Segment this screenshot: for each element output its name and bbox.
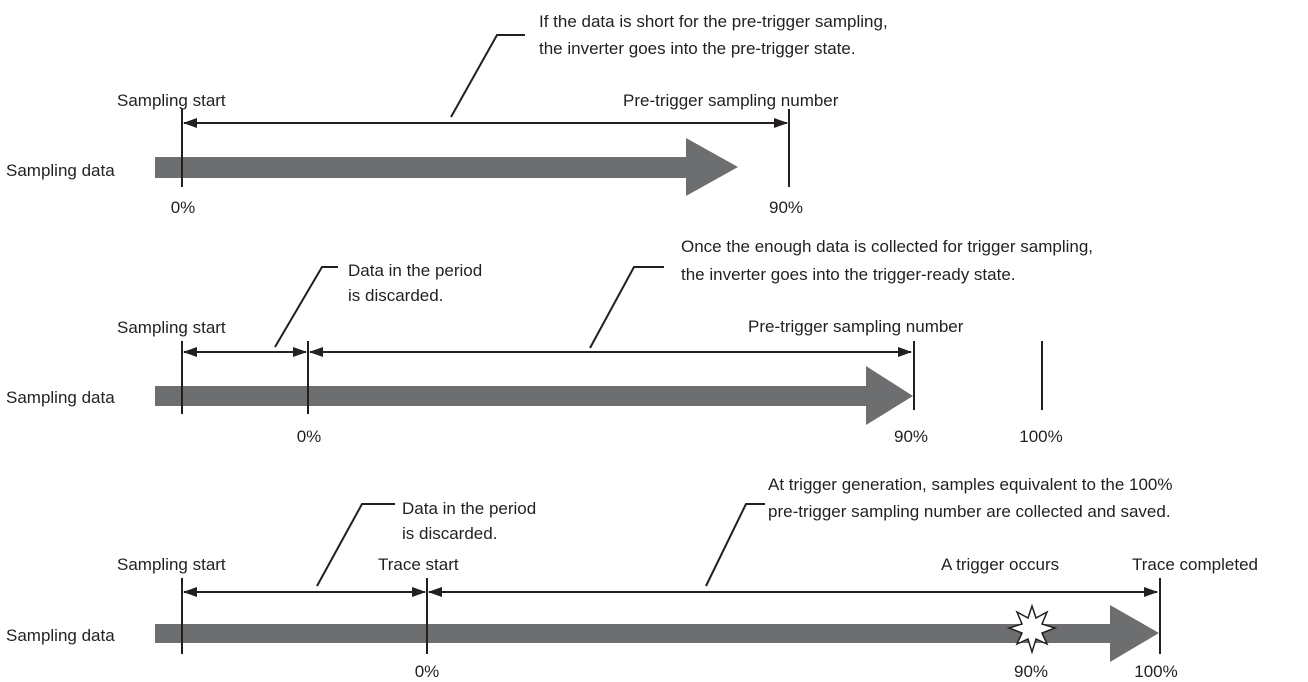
trigger-occurs-label: A trigger occurs	[941, 555, 1059, 574]
discard-leader-line	[316, 503, 395, 587]
callout-text-line2: the inverter goes into the trigger-ready…	[681, 265, 1016, 284]
tick-label-0: 0%	[297, 427, 322, 446]
callout-text-line1: If the data is short for the pre-trigger…	[539, 12, 888, 31]
tick-label-100: 100%	[1019, 427, 1062, 446]
sampling-start-label: Sampling start	[117, 91, 226, 110]
sampling-data-bar	[155, 366, 913, 425]
sampling-data-bar	[155, 605, 1159, 662]
panel-pre-trigger: If the data is short for the pre-trigger…	[6, 12, 888, 217]
discard-text-line1: Data in the period	[402, 499, 536, 518]
row-label-sampling-data: Sampling data	[6, 626, 115, 645]
discard-text-line2: is discarded.	[348, 286, 443, 305]
tick-label-90: 90%	[769, 198, 803, 217]
discard-text-line2: is discarded.	[402, 524, 497, 543]
callout-leader-line	[450, 34, 525, 118]
panel-trigger-occurs: Data in the period is discarded. At trig…	[6, 475, 1258, 681]
tick-label-0: 0%	[171, 198, 196, 217]
trace-completed-label: Trace completed	[1132, 555, 1258, 574]
pretrigger-sampling-number-label: Pre-trigger sampling number	[623, 91, 839, 110]
callout-text-line1: Once the enough data is collected for tr…	[681, 237, 1093, 256]
trace-start-label: Trace start	[378, 555, 459, 574]
tick-label-90: 90%	[894, 427, 928, 446]
tick-label-90: 90%	[1014, 662, 1048, 681]
sampling-data-bar	[155, 138, 738, 196]
discard-leader-line	[274, 266, 338, 348]
tick-label-100: 100%	[1134, 662, 1177, 681]
callout-leader-line	[705, 503, 765, 587]
discard-text-line1: Data in the period	[348, 261, 482, 280]
tick-label-0: 0%	[415, 662, 440, 681]
callout-text-line2: the inverter goes into the pre-trigger s…	[539, 39, 856, 58]
row-label-sampling-data: Sampling data	[6, 161, 115, 180]
row-label-sampling-data: Sampling data	[6, 388, 115, 407]
sampling-start-label: Sampling start	[117, 318, 226, 337]
callout-leader-line	[589, 266, 664, 349]
panel-trigger-ready: Data in the period is discarded. Once th…	[6, 237, 1093, 446]
starburst-icon	[1006, 603, 1058, 655]
sampling-start-label: Sampling start	[117, 555, 226, 574]
callout-text-line2: pre-trigger sampling number are collecte…	[768, 502, 1171, 521]
callout-text-line1: At trigger generation, samples equivalen…	[768, 475, 1172, 494]
pretrigger-sampling-number-label: Pre-trigger sampling number	[748, 317, 964, 336]
